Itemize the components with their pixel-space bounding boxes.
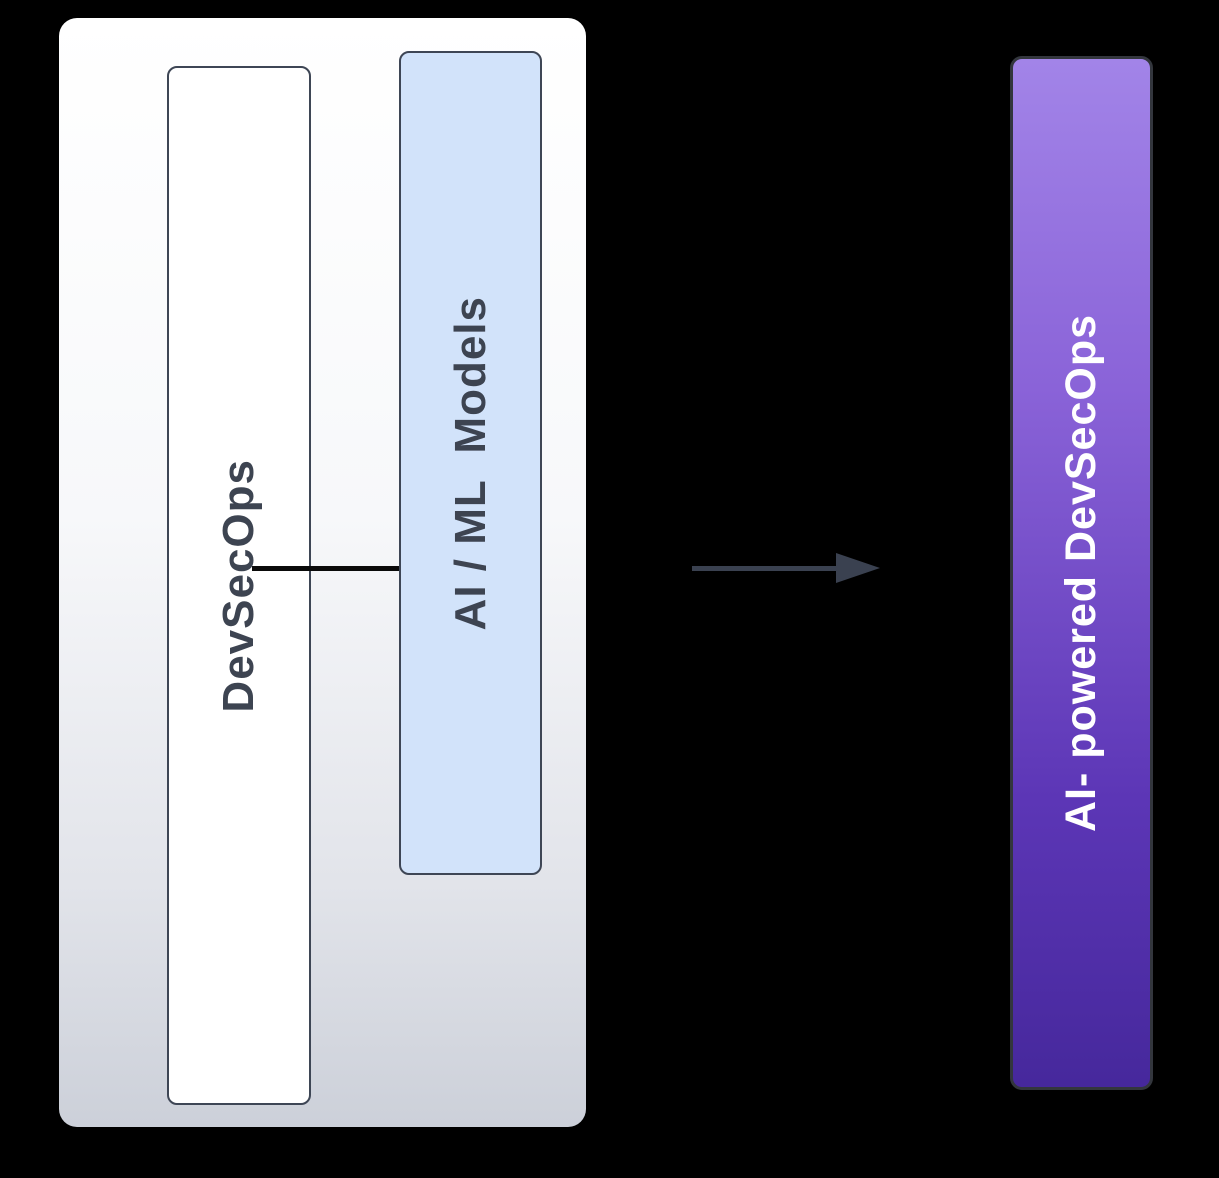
- ai-powered-devsecops-box: AI- powered DevSecOps: [1010, 56, 1153, 1090]
- aiml-models-label: AI / ML Models: [445, 295, 495, 631]
- right-arrow: [692, 551, 880, 585]
- arrow-shaft: [692, 566, 838, 571]
- connector-line: [252, 566, 399, 571]
- devsecops-box: DevSecOps: [167, 66, 311, 1105]
- aiml-models-box: AI / ML Models: [399, 51, 542, 875]
- arrow-head-icon: [836, 553, 880, 583]
- left-panel: DevSecOps AI / ML Models: [59, 18, 586, 1127]
- ai-powered-devsecops-label: AI- powered DevSecOps: [1057, 313, 1105, 833]
- devsecops-label: DevSecOps: [214, 458, 263, 713]
